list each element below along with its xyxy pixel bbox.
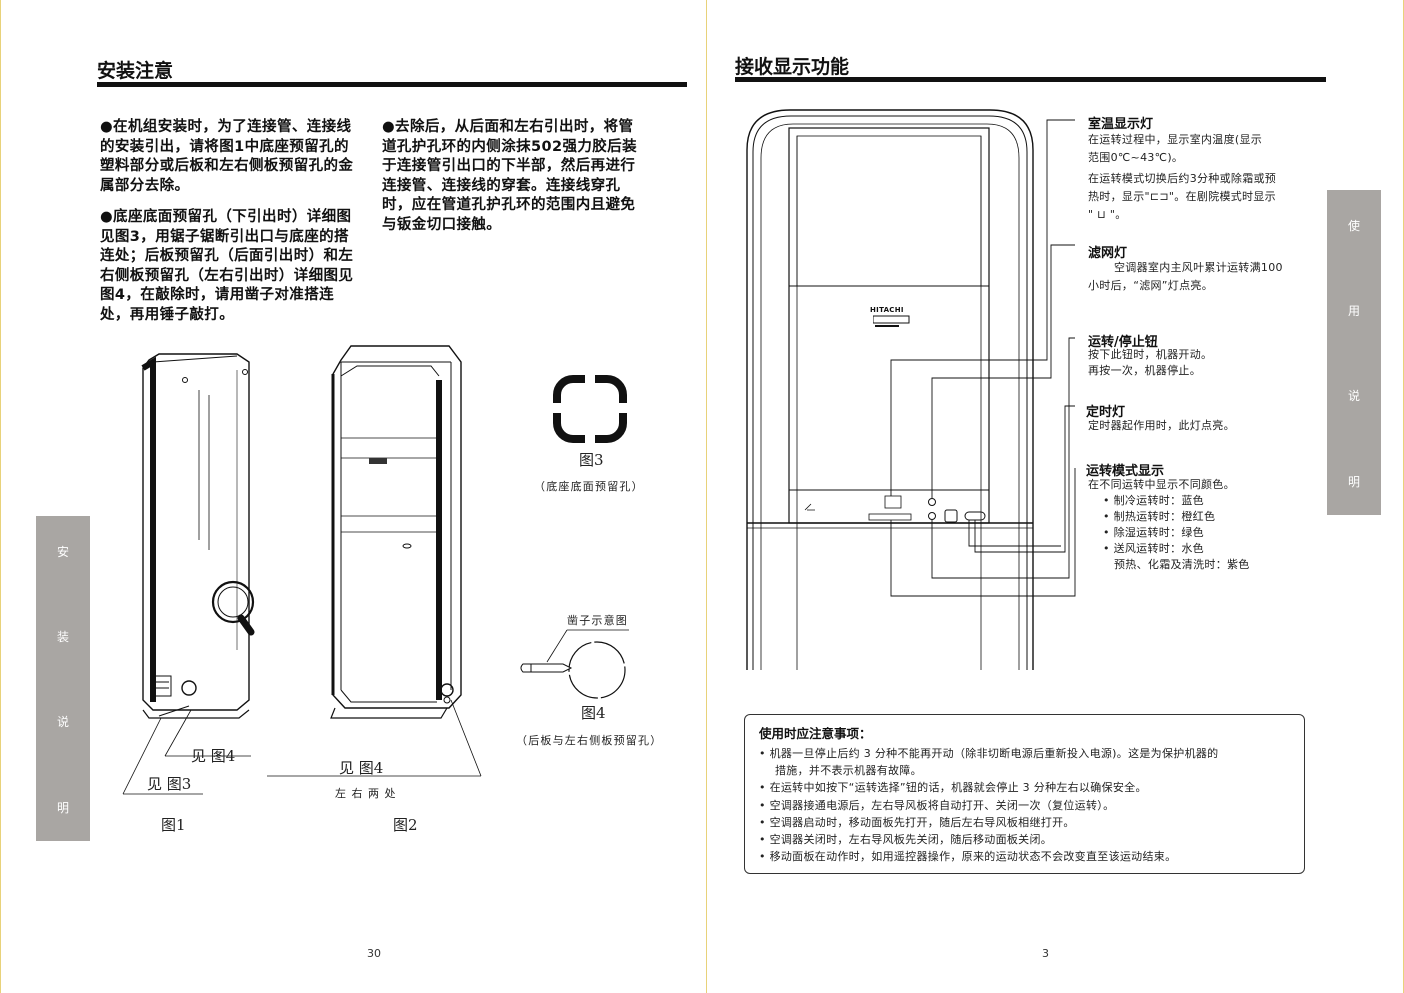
room-temp-line-3: 在运转模式切换后约3分种或除霜或预: [1088, 172, 1277, 185]
install-paragraph-2: ●底座底面预留孔（下引出时）详细图见图3，用锯子锯断引出口与底座的搭连处；后板预…: [100, 209, 354, 323]
figure-4-drawing: [520, 629, 629, 699]
run-stop-button-title: 运转/停止钮: [1088, 335, 1158, 350]
right-page-number: 3: [1042, 947, 1049, 960]
run-stop-line-2: 再按一次，机器停止。: [1088, 364, 1201, 377]
note-item: • 在运转中如按下“运转选择”钮的话，机器就会停止 3 分种左右以确保安全。: [759, 781, 1147, 795]
usage-notes-title: 使用时应注意事项：: [759, 726, 872, 741]
mode-line-2: • 制冷运转时：蓝色: [1103, 494, 1204, 507]
figure-1-drawing: [141, 353, 255, 719]
right-page-title: 接收显示功能: [735, 56, 850, 78]
right-side-tab: 使 用 说 明: [1327, 190, 1381, 515]
left-page-title: 安装注意: [97, 60, 174, 82]
filter-line-2: 小时后，“滤网”灯点亮。: [1088, 279, 1213, 292]
figure-leader-lines: [122, 699, 482, 795]
mode-line-6: 预热、化霜及清洗时：紫色: [1114, 558, 1250, 571]
room-temp-line-5: " ⊔ "。: [1088, 208, 1127, 221]
timer-light-title: 定时灯: [1086, 405, 1126, 420]
note-item: • 空调器接通电源后，左右导风板将自动打开、关闭一次（复位运转）。: [759, 798, 1115, 812]
left-side-tab: 安 装 说 明: [36, 516, 90, 841]
left-side-tab-char-1: 安: [56, 545, 69, 559]
see-figure-4-label-b: 见 图4: [339, 759, 384, 777]
figure-2-drawing: [330, 345, 462, 719]
right-side-tab-char-1: 使: [1347, 219, 1360, 233]
note-item: • 移动面板在动作时，如用遥控器操作，原来的运动状态不会改变直至该运动结束。: [759, 850, 1177, 864]
filter-light-title: 滤网灯: [1088, 246, 1128, 261]
figure-3-label: 图3: [579, 451, 604, 469]
hitachi-logo: HITACHI: [870, 306, 904, 314]
left-title-bar: [97, 82, 687, 87]
timer-line-1: 定时器起作用时，此灯点亮。: [1088, 419, 1235, 432]
mode-line-5: • 送风运转时：水色: [1103, 542, 1204, 555]
filter-line-1: 空调器室内主风叶累计运转满100: [1114, 261, 1283, 274]
note-item: 措施，并不表示机器有故障。: [775, 764, 922, 778]
left-page-number: 30: [367, 947, 381, 960]
room-temp-line-1: 在运转过程中，显示室内温度(显示: [1088, 133, 1263, 146]
right-side-tab-char-2: 用: [1347, 304, 1360, 318]
right-title-bar: [735, 77, 1326, 82]
see-figure-3-label: 见 图3: [147, 775, 192, 793]
left-side-tab-char-4: 明: [56, 801, 69, 815]
left-page: 安装注意 ●在机组安装时，为了连接管、连接线的安装引出，请将图1中底座预留孔的塑…: [0, 0, 687, 993]
right-side-tab-char-3: 说: [1347, 389, 1360, 403]
figure-2-label: 图2: [393, 816, 418, 834]
figure-1-label: 图1: [161, 816, 186, 834]
indoor-unit-drawing: [746, 109, 1076, 670]
usage-notes-box: 使用时应注意事项： • 机器一旦停止后约 3 分种不能再开动（除非切断电源后重新…: [744, 714, 1305, 874]
mode-line-3: • 制热运转时：橙红色: [1103, 510, 1216, 523]
right-side-tab-char-4: 明: [1347, 475, 1360, 489]
room-temp-line-4: 热时，显示"⊏⊐"。在剧院模式时显示: [1088, 190, 1276, 203]
left-side-tab-char-2: 装: [56, 630, 69, 644]
both-sides-caption: 左 右 两 处: [335, 787, 397, 800]
install-paragraph-3: ●去除后，从后面和左右引出时，将管道孔护孔环的内侧涂抹502强力胶后装于连接管引…: [382, 119, 637, 233]
mode-display-title: 运转模式显示: [1086, 464, 1165, 479]
install-paragraph-1: ●在机组安装时，为了连接管、连接线的安装引出，请将图1中底座预留孔的塑料部分或后…: [100, 119, 354, 194]
figure-4-caption: （后板与左右侧板预留孔）: [516, 734, 663, 747]
run-stop-line-1: 按下此钮时，机器开动。: [1088, 348, 1213, 361]
note-item: • 机器一旦停止后约 3 分种不能再开动（除非切断电源后重新投入电源)。这是为保…: [759, 747, 1219, 760]
right-page: [706, 0, 1404, 993]
left-side-tab-char-3: 说: [56, 715, 69, 729]
chisel-diagram-label: 凿子示意图: [567, 614, 628, 627]
ram-logo-mark: [873, 315, 910, 327]
see-figure-4-label-a: 见 图4: [191, 747, 236, 765]
room-temp-light-title: 室温显示灯: [1088, 117, 1154, 132]
mode-line-1: 在不同运转中显示不同颜色。: [1088, 478, 1235, 491]
note-item: • 空调器关闭时，左右导风板先关闭，随后移动面板关闭。: [759, 833, 1053, 847]
figure-3-caption: （底座底面预留孔）: [534, 480, 644, 493]
figure-3-drawing: [551, 373, 629, 445]
fig2-logo-mark: [369, 458, 387, 464]
usage-notes-list: • 机器一旦停止后约 3 分种不能再开动（除非切断电源后重新投入电源)。这是为保…: [759, 745, 1218, 865]
room-temp-line-2: 范围0℃~43℃)。: [1088, 151, 1184, 164]
note-item: • 空调器启动时，移动面板先打开，随后左右导风板相继打开。: [759, 815, 1075, 829]
figure-4-label: 图4: [581, 704, 606, 722]
mode-line-4: • 除湿运转时：绿色: [1103, 526, 1204, 539]
